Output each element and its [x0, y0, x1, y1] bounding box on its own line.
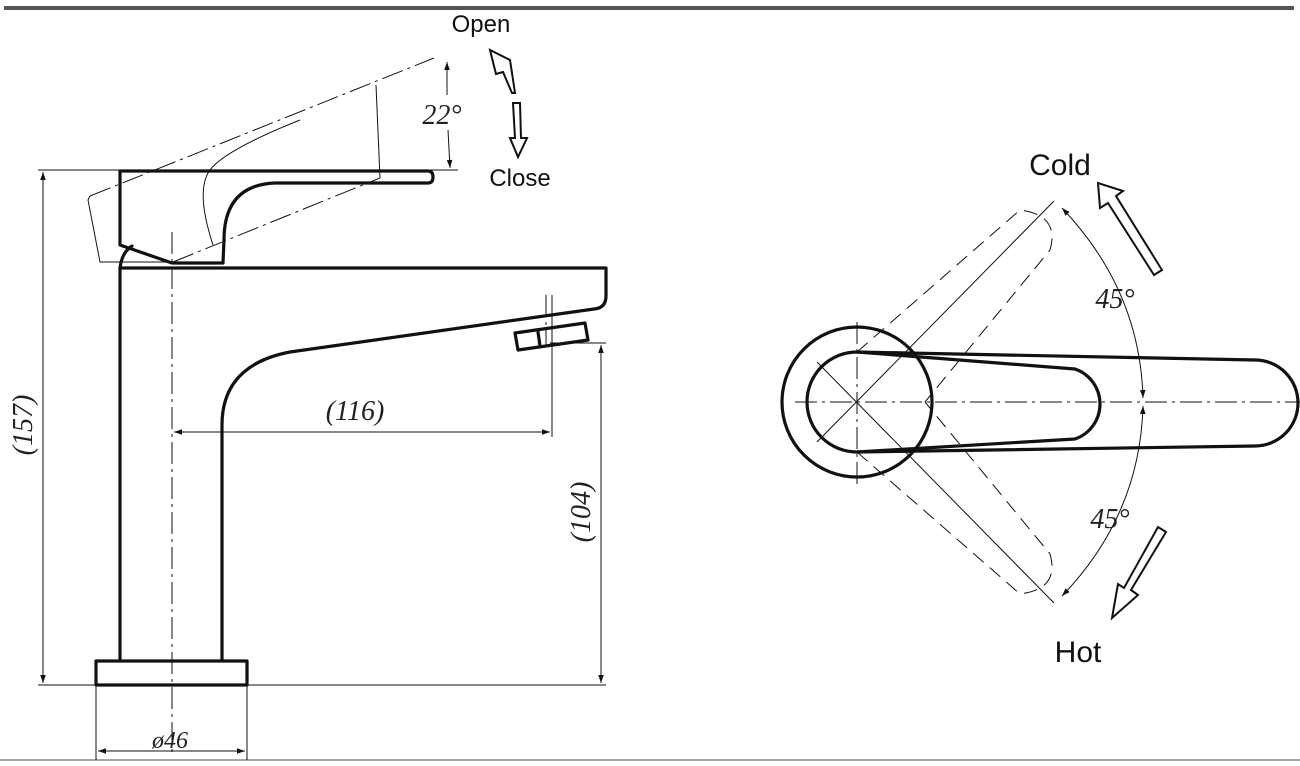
height-dimension: (157): [8, 395, 39, 456]
close-label: Close: [489, 165, 550, 192]
cold-label: Cold: [1029, 149, 1091, 182]
angle-dimension-line: [446, 129, 453, 169]
faucet-body: [118, 266, 608, 662]
base-diameter-dimension: ø46: [151, 728, 188, 754]
top-border: [4, 6, 1294, 10]
hot-arrow-icon: [1110, 525, 1168, 621]
hot-position-ghost: [816, 361, 1055, 604]
handle-base-arc: [118, 244, 134, 270]
close-arrow-icon: [508, 102, 529, 160]
spout-height-dimension: (104): [566, 482, 597, 543]
top-view: 45° 45° Cold Hot: [780, 149, 1300, 669]
cold-arrow-icon: [1096, 181, 1164, 277]
handle-outline: [118, 169, 435, 265]
open-label: Open: [452, 11, 511, 38]
reach-dimension: (116): [326, 396, 385, 427]
aerator: [513, 321, 590, 352]
handle-open-position: [89, 57, 435, 197]
hot-angle: 45°: [1090, 504, 1129, 535]
hot-label: Hot: [1055, 636, 1102, 669]
handle-open-position-lower: [172, 177, 381, 263]
handle-angle: 22°: [422, 100, 461, 131]
cold-position-ghost: [816, 200, 1055, 443]
open-arrow-icon: [488, 48, 517, 94]
handle-open-outline: [87, 84, 381, 263]
handle-top-outline: [855, 350, 1300, 454]
cold-angle: 45°: [1095, 284, 1134, 315]
side-view: (157) (116) (104) ø46 22° Open Close: [8, 11, 608, 760]
hot-angle-arc: [1061, 405, 1146, 597]
cold-angle-arc: [1061, 207, 1146, 399]
